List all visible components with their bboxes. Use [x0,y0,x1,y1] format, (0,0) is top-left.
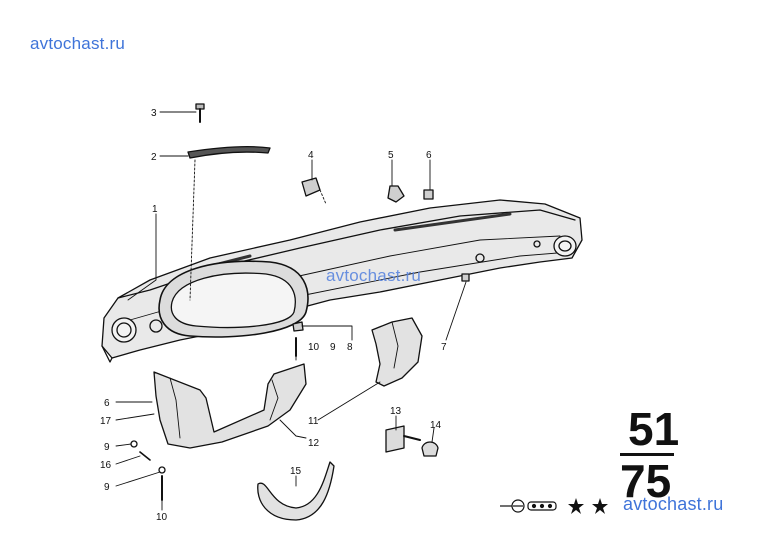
cap-nut-part [421,441,439,457]
screw-part [195,103,205,123]
watermark-middle: avtochast.ru [326,266,422,285]
callout-11: 11 [308,416,319,427]
watermark-top: avtochast.ru [30,34,126,53]
callout-6-bottom: 6 [104,398,110,409]
callout-15: 15 [290,466,302,477]
clip-part [301,177,321,197]
callout-12: 12 [308,438,320,449]
curved-trim-part [257,461,335,521]
clip-8-part [292,321,304,332]
watermark-bottom: avtochast.ru [623,494,724,514]
star-icon [592,498,608,514]
washer-9a-part [130,440,138,448]
group-number-divider [620,453,674,456]
small-clip-part [461,273,470,282]
nut-part [423,189,434,200]
model-badge-icon [500,499,557,513]
washer-9b-part [158,466,166,474]
callout-6-top: 6 [426,150,432,161]
callout-10-mid: 10 [308,342,320,353]
callout-7: 7 [441,342,447,353]
callout-16: 16 [100,460,112,471]
callout-17: 17 [100,416,112,427]
callout-8: 8 [347,342,353,353]
trim-strip-part [187,145,271,159]
group-number-bottom: 75 [620,455,672,507]
callout-5: 5 [388,150,394,161]
plug-part [387,185,405,203]
callout-4: 4 [308,150,314,161]
callout-3: 3 [151,108,157,119]
callout-9-left: 9 [104,442,110,453]
lower-center-panel [153,363,307,449]
callout-9-mid: 9 [330,342,336,353]
bracket-part [385,425,405,453]
callout-9-bottom: 9 [104,482,110,493]
dashboard-panel [101,199,583,363]
screw-16-part [139,451,151,461]
callout-14: 14 [430,420,442,431]
callout-1: 1 [152,204,158,215]
callout-13: 13 [390,406,402,417]
callout-2: 2 [151,152,157,163]
callout-10-bottom: 10 [156,512,168,523]
star-icon [568,498,584,514]
group-number-top: 51 [628,403,680,455]
